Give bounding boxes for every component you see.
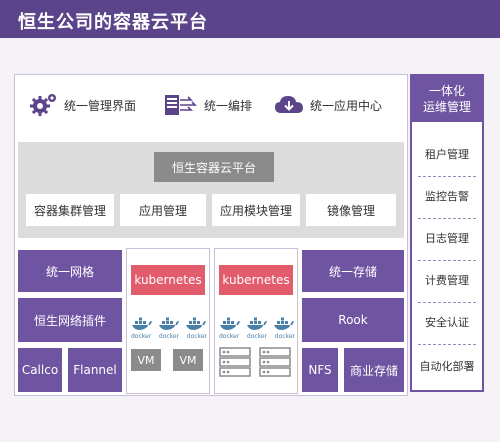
docker-label: docker xyxy=(131,333,152,340)
docker-icon xyxy=(185,317,207,333)
ops-divider xyxy=(418,260,476,261)
docker-label: docker xyxy=(246,333,268,340)
container-platform: 恒生容器云平台 容器集群管理 应用管理 应用模块管理 镜像管理 xyxy=(18,142,404,238)
ops-divider xyxy=(418,218,476,219)
module-app-module-management: 应用模块管理 xyxy=(212,194,300,226)
page-title: 恒生公司的容器云平台 xyxy=(18,12,208,33)
docker-group xyxy=(131,317,207,333)
kubernetes-badge: kubernetes xyxy=(131,265,205,295)
docker-label: docker xyxy=(158,333,180,340)
docker-icon xyxy=(273,317,295,333)
ops-title-line2: 运维管理 xyxy=(422,100,471,114)
module-app-management: 应用管理 xyxy=(120,194,206,226)
compute-node-baremetal: kubernetes docker docker docker xyxy=(214,248,298,394)
server-icon xyxy=(219,347,251,381)
feature-row: 统一管理界面 统一编排 统一应用中心 xyxy=(18,78,404,132)
kubernetes-badge: kubernetes xyxy=(219,265,293,295)
server-icon xyxy=(259,347,291,381)
network-impl-callco: Callco xyxy=(18,348,62,392)
feature-app-center-label: 统一应用中心 xyxy=(310,98,383,113)
module-cluster-management: 容器集群管理 xyxy=(26,194,114,226)
docker-group xyxy=(219,317,295,333)
ops-item-monitoring: 监控告警 xyxy=(425,190,469,203)
platform-title: 恒生容器云平台 xyxy=(154,152,274,182)
storage-impl-commercial: 商业存储 xyxy=(344,348,404,392)
gear-icon xyxy=(30,93,58,117)
title-bar: 恒生公司的容器云平台 xyxy=(0,0,500,38)
feature-orchestration-label: 统一编排 xyxy=(204,98,253,113)
docker-label: docker xyxy=(186,333,207,340)
unified-storage: 统一存储 xyxy=(302,250,404,292)
cloud-download-icon xyxy=(274,93,304,117)
storage-rook: Rook xyxy=(302,298,404,342)
feature-app-center: 统一应用中心 xyxy=(274,78,382,132)
vm-box: VM xyxy=(173,349,203,371)
ops-title-line1: 一体化 xyxy=(428,84,465,98)
feature-management: 统一管理界面 xyxy=(30,78,136,132)
feature-management-label: 统一管理界面 xyxy=(64,98,137,113)
docker-icon xyxy=(131,317,153,333)
server-stack-icon xyxy=(164,93,198,117)
ops-sidebar: 一体化 运维管理 租户管理 监控告警 日志管理 计费管理 安全认证 自动化部署 xyxy=(410,74,484,392)
feature-orchestration: 统一编排 xyxy=(164,78,252,132)
ops-item-logging: 日志管理 xyxy=(425,232,469,245)
module-image-management: 镜像管理 xyxy=(306,194,396,226)
ops-title: 一体化 运维管理 xyxy=(412,76,482,122)
ops-item-security: 安全认证 xyxy=(425,316,469,329)
docker-icon xyxy=(246,317,268,333)
docker-label: docker xyxy=(274,333,295,340)
ops-divider xyxy=(418,176,476,177)
ops-divider xyxy=(418,302,476,303)
ops-item-deployment: 自动化部署 xyxy=(419,360,475,373)
vm-box: VM xyxy=(131,349,161,371)
ops-item-tenant: 租户管理 xyxy=(425,148,469,161)
docker-label: docker xyxy=(219,333,240,340)
ops-item-billing: 计费管理 xyxy=(425,274,469,287)
docker-icon xyxy=(219,317,241,333)
network-plugin: 恒生网络插件 xyxy=(18,298,122,342)
compute-node-vm: kubernetes docker docker docker VM VM xyxy=(126,248,210,394)
docker-icon xyxy=(158,317,180,333)
unified-network: 统一网格 xyxy=(18,250,122,292)
ops-divider xyxy=(418,344,476,345)
storage-impl-nfs: NFS xyxy=(302,348,338,392)
network-impl-flannel: Flannel xyxy=(68,348,122,392)
